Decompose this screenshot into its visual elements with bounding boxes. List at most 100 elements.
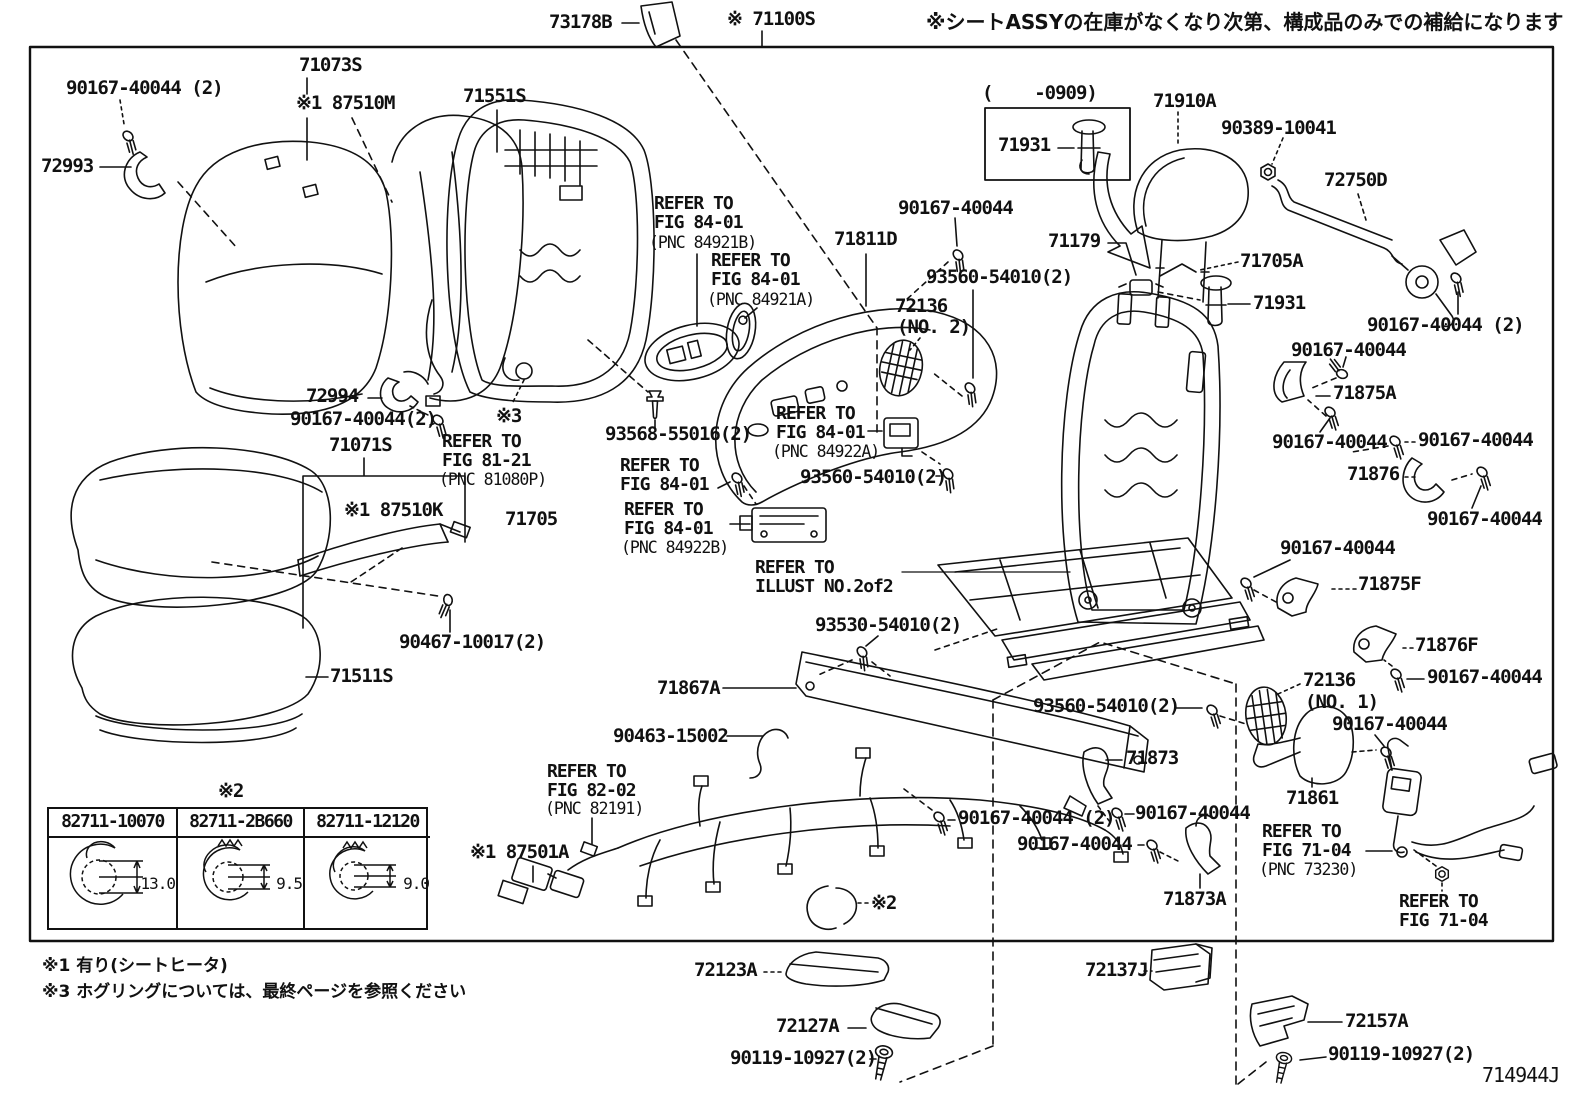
part-label-71873: 71873 [1126, 747, 1179, 769]
seat-frame-assembly-sketch [901, 291, 1265, 681]
diagram-border [28, 45, 1555, 943]
diagram-code: 714944J [1482, 1063, 1560, 1087]
hog-ring-part-no-1: 82711-10070 [49, 809, 176, 838]
pnc-84921a: (PNC 84921A) [707, 290, 815, 309]
hog-ring-column-2: 82711-2B660 9.5 [176, 809, 303, 928]
part-label-71811d: 71811D [834, 228, 898, 250]
headrest-sketch [1133, 111, 1249, 303]
pnc-84922b: (PNC 84922B) [621, 538, 729, 557]
part-label-90167-40044-e: 90167-40044 [1272, 431, 1388, 453]
part-label-72750d: 72750D [1324, 169, 1388, 191]
lower-right-hardware-sketch [1175, 559, 1425, 788]
date-range-0909: ( -0909) [982, 82, 1098, 104]
refer-note-8121: REFER TO FIG 81-21 [442, 431, 532, 471]
part-label-93560-54010-c: 93560-54010(2) [1033, 695, 1180, 717]
hog-ring-table: 82711-10070 13.0 82711-2B660 [47, 807, 430, 930]
config-dashed-outline [899, 641, 1267, 1087]
hog-ring-size-1: 13.0 [140, 874, 176, 893]
refer-note-8401-a: REFER TO FIG 84-01 [620, 455, 710, 495]
part-label-90167-40044-d: 90167-40044 [1291, 339, 1407, 361]
nut-90389-sketch [1260, 137, 1284, 181]
part-label-90167-40044-g: 90167-40044 [1427, 508, 1543, 530]
hog-ring-star2-sketch [806, 885, 871, 930]
clip-72994-sketch [367, 370, 454, 440]
part-label-93560-54010-a: 93560-54010(2) [926, 266, 1073, 288]
panel-71867a-sketch [722, 627, 1149, 773]
seatback-board-sketch [446, 99, 655, 403]
hog-ring-sketch-2 [202, 838, 270, 901]
pnc-84922a: (PNC 84922A) [772, 442, 880, 461]
hog-ring-column-3: 82711-12120 9.0 [303, 809, 430, 928]
screw-90467-sketch [211, 561, 456, 633]
part-label-71073s: 71073S [299, 54, 363, 76]
part-label-71179: 71179 [1048, 230, 1101, 252]
hog-ring-cell-2: 9.5 [178, 836, 303, 928]
vent-72136-no2-sketch [878, 337, 924, 397]
hog-ring-cell-3: 9.0 [305, 836, 430, 928]
hook-90463-sketch [726, 728, 789, 779]
part-label-71071s: 71071S [329, 434, 393, 456]
lumbar-rod-sketch [1271, 179, 1477, 328]
part-label-90119-10927-b: 90119-10927(2) [1328, 1043, 1475, 1065]
hog-ring-part-no-3: 82711-12120 [305, 809, 430, 838]
part-label-93560-54010-b: 93560-54010(2) [800, 466, 947, 488]
seatbelt-buckle-sketch [1365, 737, 1558, 892]
connector-84922b-sketch [717, 470, 827, 543]
pnc-81080p: (PNC 81080P) [439, 470, 547, 489]
refer-note-84921a: REFER TO FIG 84-01 [711, 250, 801, 290]
part-label-90167-40044-j: 90167-40044 [1427, 666, 1543, 688]
seatback-cover-sketch [177, 77, 393, 416]
hog-ring-column-1: 82711-10070 13.0 [49, 809, 176, 928]
refer-note-84921b: REFER TO FIG 84-01 [654, 193, 744, 233]
part-label-72994: 72994 [306, 385, 359, 407]
part-label-71705: 71705 [505, 508, 558, 530]
switch-bezel-sketches [644, 253, 758, 382]
hog-ring-size-3: 9.0 [403, 874, 430, 893]
part-label-90467-10017: 90467-10017(2) [399, 631, 546, 653]
part-label-72136-no2-suffix: (NO. 2) [897, 316, 971, 338]
footnote-1: ※1 有り(シートヒータ) [42, 956, 228, 976]
part-label-90389-10041: 90389-10041 [1221, 117, 1337, 139]
pnc-84921b: (PNC 84921B) [649, 233, 757, 252]
footmark-star3: ※3 [496, 405, 522, 427]
part-label-71551s: 71551S [463, 85, 527, 107]
refer-note-illust: REFER TO ILLUST NO.2of2 [755, 557, 894, 597]
pushpin-93568-sketch [429, 339, 664, 429]
headrest-stay-sketch [1092, 151, 1251, 327]
part-label-71867a: 71867A [657, 677, 721, 699]
cushion-heater-sketch [297, 520, 471, 585]
hog-ring-part-no-2: 82711-2B660 [178, 809, 303, 838]
part-label-90167-40044-a: 90167-40044 (2) [66, 77, 224, 99]
part-label-90167-40044-k: 90167-40044 [1332, 713, 1448, 735]
switch-84922a-sketch [867, 417, 941, 465]
refer-note-7104-a: REFER TO FIG 71-04 [1262, 821, 1352, 861]
cover-71875a-sketch [1273, 356, 1416, 461]
hog-ring-sketch-1 [69, 840, 143, 905]
cover-71876-sketch [1402, 457, 1498, 509]
refer-note-84922a: REFER TO FIG 84-01 [776, 403, 866, 443]
part-label-71873a: 71873A [1163, 888, 1227, 910]
part-label-71910a: 71910A [1153, 90, 1217, 112]
hog-ring-size-2: 9.5 [276, 874, 303, 893]
bracket-72157a-sketch [1249, 995, 1343, 1085]
part-label-90119-10927-a: 90119-10927(2) [730, 1047, 877, 1069]
part-label-90167-40044-b: 90167-40044 [898, 197, 1014, 219]
bracket-73178b-sketch [621, 1, 878, 433]
part-label-71511s: 71511S [330, 665, 394, 687]
part-label-72993: 72993 [41, 155, 94, 177]
part-label-72127a: 72127A [776, 1015, 840, 1037]
part-label-71875f: 71875F [1358, 573, 1422, 595]
part-label-71100s: ※ 71100S [727, 8, 816, 30]
bracket-72137j-sketch [1143, 943, 1213, 991]
part-label-71876f: 71876F [1415, 634, 1479, 656]
part-label-71931-b: 71931 [1253, 292, 1306, 314]
hog-ring-sketch-3 [329, 840, 396, 900]
part-label-90167-40044-n: 90167-40044 [1017, 833, 1133, 855]
part-label-72123a: 72123A [694, 959, 758, 981]
footmark-star2-a: ※2 [218, 780, 244, 802]
part-label-87501a: ※1 87501A [470, 841, 569, 863]
part-label-90167-40044-i: 90167-40044 [1280, 537, 1396, 559]
part-label-90167-40044-h: 90167-40044(2) [290, 408, 437, 430]
